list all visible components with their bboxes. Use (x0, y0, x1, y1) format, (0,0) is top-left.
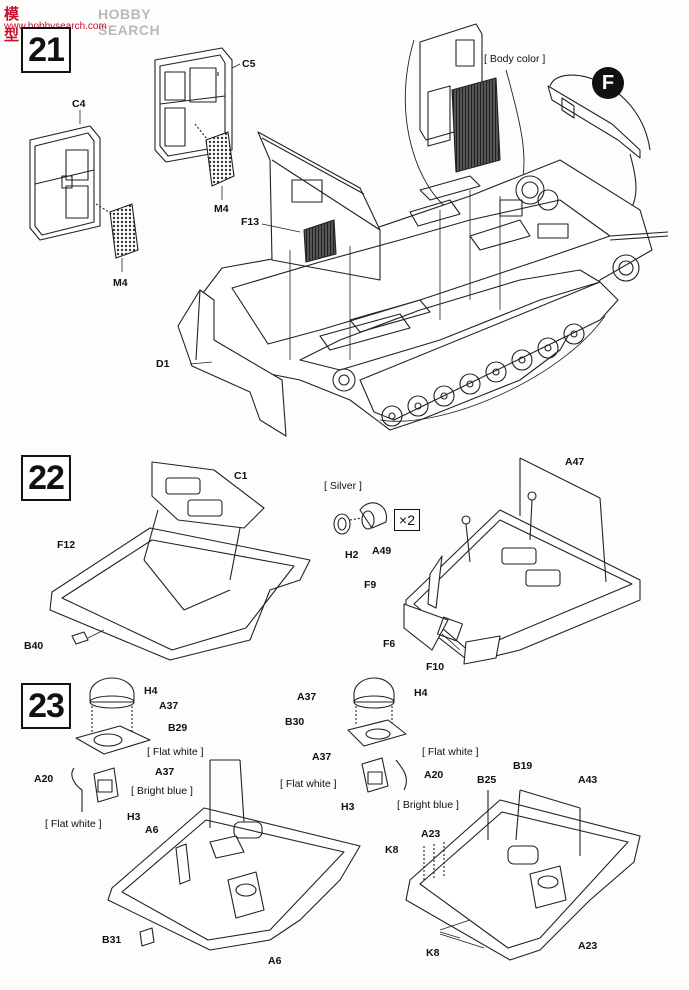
label-a37-left-top: A37 (159, 700, 179, 712)
flat-white-note-right-2: [ Flat white ] (280, 778, 337, 790)
label-a23-top: A23 (421, 828, 441, 840)
label-k8-bottom: K8 (426, 947, 440, 959)
label-a49: A49 (372, 545, 392, 557)
label-h3-left: H3 (127, 811, 141, 823)
label-h3-right: H3 (341, 801, 355, 813)
callout-f: F (592, 67, 624, 99)
label-b40: B40 (24, 640, 44, 652)
label-b31: B31 (102, 934, 122, 946)
flat-white-note-right-1: [ Flat white ] (422, 746, 479, 758)
label-k8-top: K8 (385, 844, 399, 856)
label-f13: F13 (241, 216, 260, 228)
step-number-23: 23 (21, 683, 71, 729)
label-d1: D1 (156, 358, 170, 370)
label-h2: H2 (345, 549, 359, 561)
label-m4-top: M4 (214, 203, 229, 215)
label-f6: F6 (383, 638, 396, 650)
label-h4-right: H4 (414, 687, 428, 699)
flat-white-note-left-1: [ Flat white ] (147, 746, 204, 758)
label-b30: B30 (285, 716, 305, 728)
label-f10: F10 (426, 661, 445, 673)
label-m4-left: M4 (113, 277, 128, 289)
label-a6-bottom: A6 (268, 955, 282, 967)
step-number-22: 22 (21, 455, 71, 501)
label-c5: C5 (242, 58, 256, 70)
label-b25: B25 (477, 774, 497, 786)
label-a6-left: A6 (145, 824, 159, 836)
bright-blue-note-right: [ Bright blue ] (397, 799, 459, 811)
label-f12: F12 (57, 539, 76, 551)
label-b19: B19 (513, 760, 533, 772)
label-c1: C1 (234, 470, 248, 482)
quantity-times-two: ×2 (394, 509, 420, 531)
label-a37-right-bottom: A37 (312, 751, 332, 763)
label-a37-right-top: A37 (297, 691, 317, 703)
step21-diagram (29, 23, 669, 437)
body-color-note: [ Body color ] (484, 53, 546, 65)
watermark-site-name: HOBBY SEARCH (98, 6, 161, 38)
watermark-url: www.hobbysearch.com (4, 21, 107, 32)
label-a23-bottom: A23 (578, 940, 598, 952)
label-a47: A47 (565, 456, 585, 468)
step-number-21: 21 (21, 27, 71, 73)
label-b29: B29 (168, 722, 188, 734)
silver-note: [ Silver ] (324, 480, 362, 492)
label-a37-left-bottom: A37 (155, 766, 175, 778)
step22-diagram (49, 457, 641, 665)
label-f9: F9 (364, 579, 377, 591)
step23-diagram (71, 677, 641, 961)
bright-blue-note-left: [ Bright blue ] (131, 785, 193, 797)
watermark-logo: 模型 (4, 6, 21, 44)
label-h4-left: H4 (144, 685, 158, 697)
label-a20-left: A20 (34, 773, 54, 785)
flat-white-note-left-2: [ Flat white ] (45, 818, 102, 830)
label-a20-right: A20 (424, 769, 444, 781)
label-c4: C4 (72, 98, 86, 110)
label-a43: A43 (578, 774, 598, 786)
